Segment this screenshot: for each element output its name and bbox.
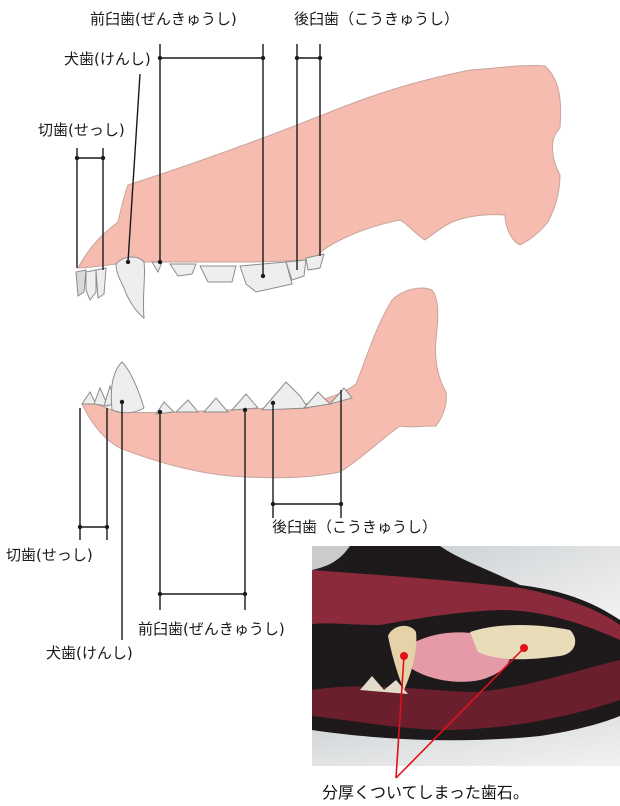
upper-canine-label: 犬歯(けんし) (64, 50, 151, 68)
lower-incisor-tooth-1 (82, 392, 96, 404)
upper-premolar-tooth-4 (240, 262, 292, 292)
upper-incisor-label: 切歯(せっし) (38, 121, 125, 139)
tartar-photo (312, 546, 620, 778)
lower-premolar-tooth-2 (176, 400, 198, 412)
lower-canine-tooth (111, 362, 144, 413)
upper-premolar-tooth-2 (170, 264, 196, 276)
upper-molar-label: 後臼歯（こうきゅうし） (294, 10, 459, 28)
upper-jaw (76, 65, 561, 318)
lower-premolar-tooth-4 (232, 394, 258, 410)
lower-premolar-tooth-3 (204, 398, 228, 412)
lower-canine-label: 犬歯(けんし) (46, 644, 133, 662)
upper-incisor-tooth-2 (86, 270, 96, 300)
lower-premolar-label: 前臼歯(ぜんきゅうし) (138, 620, 285, 638)
upper-canine-tooth (116, 257, 145, 318)
photo-caption: 分厚くついてしまった歯石。 (322, 783, 529, 802)
lower-jaw (82, 288, 446, 478)
lower-incisor-label: 切歯(せっし) (6, 546, 93, 564)
lower-molar-tooth-1 (262, 382, 308, 410)
upper-premolar-tooth-3 (200, 266, 236, 282)
lower-mandible-bone (82, 288, 446, 478)
upper-premolar-label: 前臼歯(ぜんきゅうし) (90, 10, 237, 28)
upper-incisor-tooth-1 (76, 270, 86, 296)
lower-molar-label: 後臼歯（こうきゅうし） (272, 518, 437, 536)
upper-incisor-tooth-3 (96, 268, 106, 298)
photo-molars (470, 625, 575, 659)
